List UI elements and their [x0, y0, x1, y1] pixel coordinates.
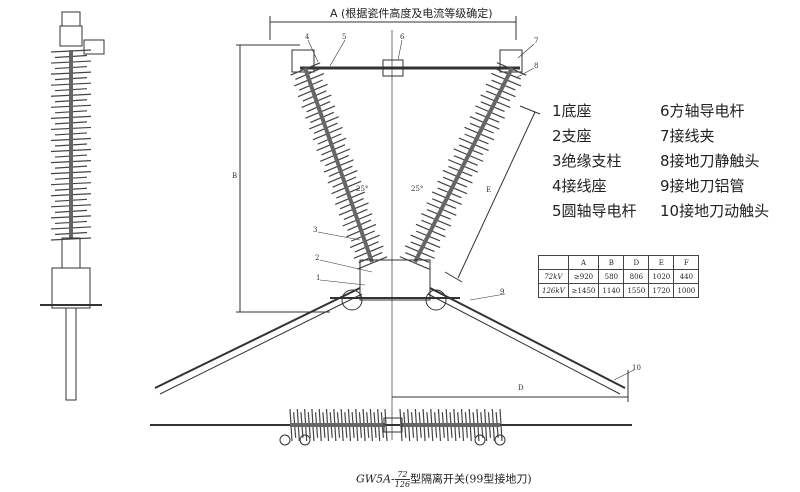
- square-shaft-box: [382, 59, 404, 77]
- callout-9: 9: [500, 288, 505, 296]
- legend-item: 10接地刀动触头: [660, 202, 770, 220]
- caption-model: GW5A-: [356, 472, 395, 486]
- dimension-e-label: E: [486, 186, 492, 194]
- callout-8: 8: [534, 62, 539, 70]
- table-header: B: [598, 255, 625, 270]
- callout-2: 2: [315, 254, 320, 262]
- table-row: 72kV ≥920 580 806 1020 440: [538, 269, 700, 284]
- table-header: F: [673, 255, 700, 270]
- bottom-contact: [299, 434, 311, 446]
- table-cell: ≥920: [567, 269, 600, 284]
- legend-item: 2支座: [552, 127, 592, 145]
- bottom-right-insulator: [399, 408, 503, 442]
- callout-leader: [613, 369, 635, 381]
- table-header: A: [567, 255, 600, 270]
- callout-6: 6: [400, 33, 405, 41]
- table-cell: 1140: [598, 283, 625, 298]
- table-cell: 806: [623, 269, 650, 284]
- callout-leader: [515, 67, 535, 79]
- legend-item: 1底座: [552, 102, 592, 120]
- callout-1: 1: [316, 274, 321, 282]
- legend-column-left: 1底座 2支座 3绝缘支柱 4接线座 5圆轴导电杆: [552, 99, 637, 224]
- base-frame: [359, 259, 431, 301]
- legend-item: 8接地刀静触头: [660, 152, 760, 170]
- caption-denominator: 126: [394, 480, 411, 489]
- callout-leader: [319, 259, 373, 273]
- table-cell: ≥1450: [567, 283, 600, 298]
- callout-leader: [307, 39, 319, 63]
- table-cell: 126kV: [538, 283, 569, 298]
- caption-suffix: 型隔离开关(99型接地刀): [410, 472, 532, 486]
- bottom-contact: [474, 434, 486, 446]
- legend-item: 7接线夹: [660, 127, 715, 145]
- legend-item: 5圆轴导电杆: [552, 202, 637, 220]
- right-insulator: [399, 62, 527, 270]
- right-hinge: [425, 289, 447, 311]
- callout-leader: [319, 279, 366, 286]
- callout-leader: [517, 43, 535, 59]
- callout-leader: [317, 231, 361, 241]
- legend-item: 4接线座: [552, 177, 607, 195]
- bottom-contact: [494, 434, 506, 446]
- table-cell: 1000: [673, 283, 700, 298]
- legend-item: 3绝缘支柱: [552, 152, 622, 170]
- table-cell: 440: [673, 269, 700, 284]
- line-work: [519, 105, 541, 115]
- left-insulator: [290, 62, 388, 270]
- table-cell: 580: [598, 269, 625, 284]
- table-header: D: [623, 255, 650, 270]
- callout-4: 4: [305, 33, 310, 41]
- side-ground-tube: [65, 307, 77, 401]
- right-ground-tube: [429, 287, 626, 389]
- table-header: [538, 255, 569, 270]
- dimension-d-label: D: [518, 384, 524, 392]
- bottom-contact: [279, 434, 291, 446]
- table-header: E: [648, 255, 675, 270]
- dimension-b-label: B: [232, 172, 238, 180]
- side-base-flange: [61, 237, 81, 269]
- left-terminal-seat: [291, 49, 315, 73]
- callout-3: 3: [313, 226, 318, 234]
- terminal-box: [83, 39, 105, 55]
- line-work: [427, 293, 621, 395]
- dimension-a-label: A (根据瓷件高度及电流等级确定): [330, 7, 493, 20]
- legend-item: 9接地刀铝管: [660, 177, 745, 195]
- bottom-box: [383, 417, 403, 433]
- angle-right-label: 25°: [411, 185, 424, 193]
- table-header-row: A B D E F: [538, 255, 700, 270]
- callout-5: 5: [342, 33, 347, 41]
- table-cell: 1550: [623, 283, 650, 298]
- callout-leader: [329, 39, 346, 67]
- dimension-e-line: [457, 111, 536, 279]
- bottom-left-insulator: [289, 408, 388, 442]
- left-ground-tube: [154, 287, 361, 389]
- legend-column-right: 6方轴导电杆 7接线夹 8接地刀静触头 9接地刀铝管 10接地刀动触头: [660, 99, 769, 224]
- table-cell: 72kV: [538, 269, 569, 284]
- line-work: [159, 293, 363, 395]
- callout-leader: [397, 39, 403, 61]
- table-cell: 1720: [648, 283, 675, 298]
- line-work: [444, 271, 463, 283]
- dimension-table: A B D E F 72kV ≥920 580 806 1020 440 126…: [538, 255, 700, 298]
- angle-left-label: 25°: [356, 185, 369, 193]
- caption-numerator: 72: [394, 470, 411, 480]
- terminal-clamp: [61, 11, 81, 27]
- left-hinge: [341, 289, 363, 311]
- callout-leader: [469, 293, 506, 301]
- table-cell: 1020: [648, 269, 675, 284]
- callout-10: 10: [632, 364, 641, 372]
- side-base: [51, 267, 91, 309]
- top-cap: [59, 25, 83, 47]
- legend-item: 6方轴导电杆: [660, 102, 745, 120]
- table-row: 126kV ≥1450 1140 1550 1720 1000: [538, 283, 700, 298]
- callout-7: 7: [534, 37, 539, 45]
- side-insulator: [50, 49, 92, 241]
